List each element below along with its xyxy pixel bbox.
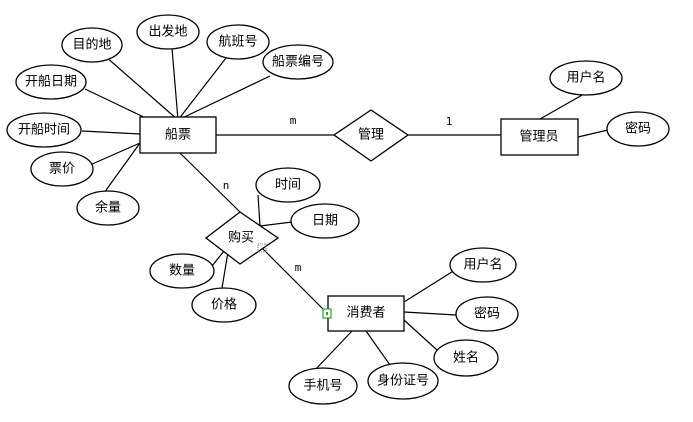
edge-ship-flightno [177, 57, 227, 121]
attr-flight-no[interactable]: 航班号 [206, 24, 270, 60]
attr-quantity[interactable]: 数量 [149, 253, 215, 289]
attr-consumer-password-label: 密码 [474, 306, 500, 322]
connectors [81, 47, 609, 371]
attr-buy-date[interactable]: 日期 [290, 203, 360, 239]
attr-buy-price-label: 价格 [211, 297, 237, 313]
attr-sail-time-label: 开船时间 [18, 123, 70, 138]
edge-purchase-consumer [261, 247, 329, 315]
edge-consumer-password [403, 311, 457, 316]
attr-admin-username-label: 用户名 [566, 70, 605, 86]
attr-sail-date[interactable]: 开船日期 [15, 64, 87, 100]
attr-departure-label: 出发地 [148, 24, 187, 40]
attr-ticket-no-label: 船票编号 [272, 55, 324, 70]
edge-purchase-price [221, 251, 229, 289]
entity-consumer[interactable]: 消费者 [327, 295, 405, 332]
attr-remaining[interactable]: 余量 [76, 190, 140, 226]
attr-buy-time[interactable]: 时间 [255, 167, 321, 203]
edge-purchase-time [257, 194, 261, 227]
attr-admin-password-label: 密码 [625, 121, 651, 137]
attr-remaining-label: 余量 [95, 200, 121, 216]
edge-ship-saildate [84, 88, 151, 121]
edge-ship-remaining [103, 142, 141, 194]
relationship-purchase[interactable]: 购买 [204, 211, 280, 265]
attr-consumer-name[interactable]: 姓名 [433, 339, 499, 377]
attr-phone[interactable]: 手机号 [288, 367, 358, 405]
entity-admin-label: 管理员 [519, 130, 558, 145]
connector-end-handle[interactable] [257, 243, 267, 253]
attr-id-card-label: 身份证号 [377, 373, 429, 389]
edge-ship-ticketno [177, 75, 271, 121]
cardinality-consumer-purchase: m [295, 261, 302, 274]
edge-consumer-name [403, 319, 438, 351]
entity-admin[interactable]: 管理员 [500, 118, 579, 156]
edge-consumer-phone [314, 330, 353, 371]
edge-consumer-idcard [365, 330, 391, 366]
cardinality-ship-manage: m [290, 114, 297, 127]
relationship-manage[interactable]: 管理 [332, 109, 410, 162]
attr-ticket-no[interactable]: 船票编号 [262, 44, 334, 80]
attr-consumer-username[interactable]: 用户名 [449, 247, 517, 283]
attr-admin-username[interactable]: 用户名 [549, 60, 623, 96]
attr-sail-date-label: 开船日期 [25, 75, 77, 90]
attr-price[interactable]: 票价 [30, 151, 94, 187]
attr-quantity-label: 数量 [169, 264, 195, 279]
attr-buy-time-label: 时间 [275, 178, 301, 193]
cardinality-admin-manage: 1 [446, 115, 453, 128]
edge-ship-sailtime [81, 130, 141, 135]
attr-destination-label: 目的地 [72, 37, 111, 53]
attr-consumer-password[interactable]: 密码 [455, 296, 519, 332]
edge-ship-price [89, 142, 141, 166]
edge-ship-purchase [179, 152, 241, 213]
attr-destination[interactable]: 目的地 [61, 27, 123, 63]
entity-ship-ticket[interactable]: 船票 [139, 116, 217, 154]
attr-id-card[interactable]: 身份证号 [367, 362, 439, 400]
attr-phone-label: 手机号 [303, 379, 342, 394]
edge-ship-departure [171, 47, 179, 121]
attr-buy-price[interactable]: 价格 [191, 287, 257, 323]
edge-purchase-date [259, 221, 293, 227]
connector-start-handle[interactable] [322, 308, 332, 319]
edge-admin-password [577, 129, 609, 138]
cardinality-ship-purchase: n [223, 179, 230, 192]
attr-consumer-name-label: 姓名 [453, 350, 479, 366]
attr-buy-date-label: 日期 [312, 214, 338, 229]
edge-ship-destination [104, 55, 179, 121]
attr-admin-password[interactable]: 密码 [606, 111, 670, 147]
attr-departure[interactable]: 出发地 [136, 14, 200, 50]
edge-admin-username [539, 93, 585, 120]
relationship-purchase-label: 购买 [228, 230, 254, 246]
attr-flight-no-label: 航班号 [218, 34, 257, 50]
entity-ship-ticket-label: 船票 [165, 128, 191, 143]
attr-price-label: 票价 [49, 162, 75, 177]
edge-consumer-username [403, 269, 456, 303]
attr-consumer-username-label: 用户名 [463, 257, 502, 273]
relationship-manage-label: 管理 [358, 128, 384, 143]
attr-sail-time[interactable]: 开船时间 [6, 112, 82, 148]
entity-consumer-label: 消费者 [346, 306, 385, 321]
